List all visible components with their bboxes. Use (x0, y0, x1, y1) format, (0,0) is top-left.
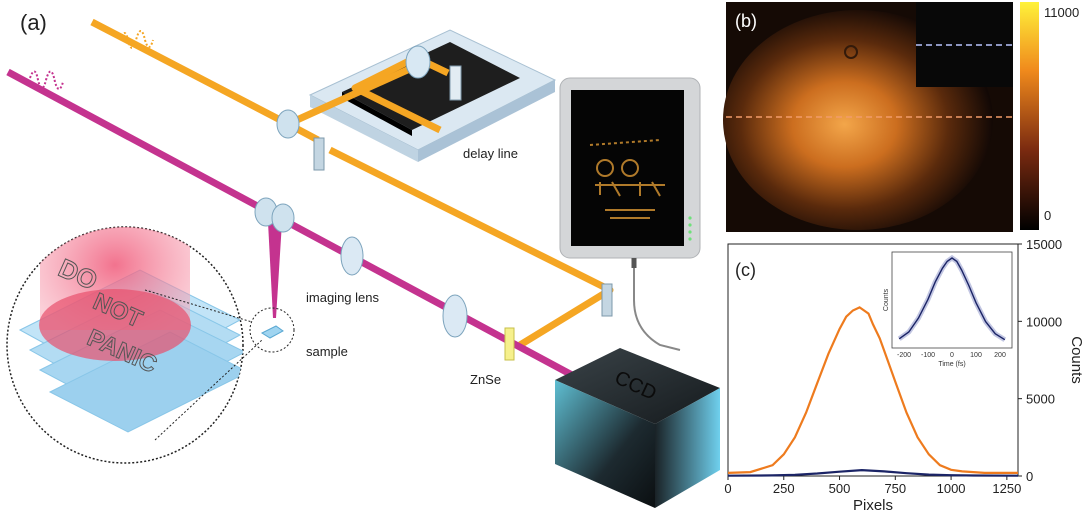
y-axis-label: Counts (1068, 336, 1085, 384)
imaging-lens-label: imaging lens (306, 290, 379, 305)
x-tick-label: 500 (829, 481, 851, 496)
inset-x-tick-label: 200 (994, 352, 1006, 359)
inset-x-tick-label: 0 (950, 352, 954, 359)
imaging-lens-2 (442, 294, 468, 338)
x-tick-label: 1000 (937, 481, 966, 496)
y-tick-label: 0 (1026, 469, 1033, 484)
colorbar-min: 0 (1044, 208, 1051, 223)
x-tick-label: 1250 (992, 481, 1021, 496)
delay-line-label: delay line (463, 146, 518, 161)
beamsplitter-orange (276, 109, 300, 139)
series-line-0 (727, 306, 1018, 474)
inset-y-axis-label: Counts (883, 288, 890, 311)
inset-x-axis-label: Time (fs) (938, 361, 965, 368)
optics (254, 45, 613, 361)
beamsplitter-magenta-2 (271, 203, 295, 233)
panel-label-a: (a) (20, 10, 47, 35)
delay-line-stage (308, 29, 557, 162)
magnified-sample: DO NOT PANIC (6, 226, 263, 464)
y-tick-label: 10000 (1026, 314, 1062, 329)
delay-mirror (449, 65, 462, 101)
monitor-image (589, 139, 665, 219)
mirror-orange-2 (601, 283, 613, 317)
sample-marker (249, 307, 295, 353)
y-tick-label: 15000 (1026, 237, 1062, 252)
colorbar-max: 11000 (1044, 5, 1079, 20)
znse-plate (504, 327, 515, 361)
panel-label-c: (c) (735, 260, 756, 280)
x-axis-label: Pixels (853, 497, 893, 514)
magenta-beam (6, 68, 587, 386)
panel-label-b: (b) (735, 11, 757, 31)
inset-x-tick-label: -100 (921, 352, 935, 359)
inset-x-tick-label: -200 (897, 352, 911, 359)
x-tick-label: 250 (773, 481, 795, 496)
inset-x-tick-label: 100 (970, 352, 982, 359)
x-tick-label: 0 (724, 481, 731, 496)
panel-b-image (723, 2, 1013, 232)
x-tick-label: 750 (884, 481, 906, 496)
delay-lens (405, 45, 431, 79)
ccd-camera: CCD (555, 348, 720, 508)
orange-pulse-icon (119, 30, 154, 49)
sample-label: sample (306, 344, 348, 359)
y-tick-label: 5000 (1026, 392, 1055, 407)
colorbar (1020, 2, 1039, 230)
display-monitor (559, 77, 701, 351)
inset-line (898, 257, 1006, 341)
series-line-1 (727, 468, 1019, 477)
mirror-orange-1 (313, 137, 325, 171)
focus-cone (268, 222, 282, 318)
znse-label: ZnSe (470, 372, 501, 387)
imaging-lens-1 (340, 236, 364, 276)
ccd-cable (633, 268, 681, 351)
